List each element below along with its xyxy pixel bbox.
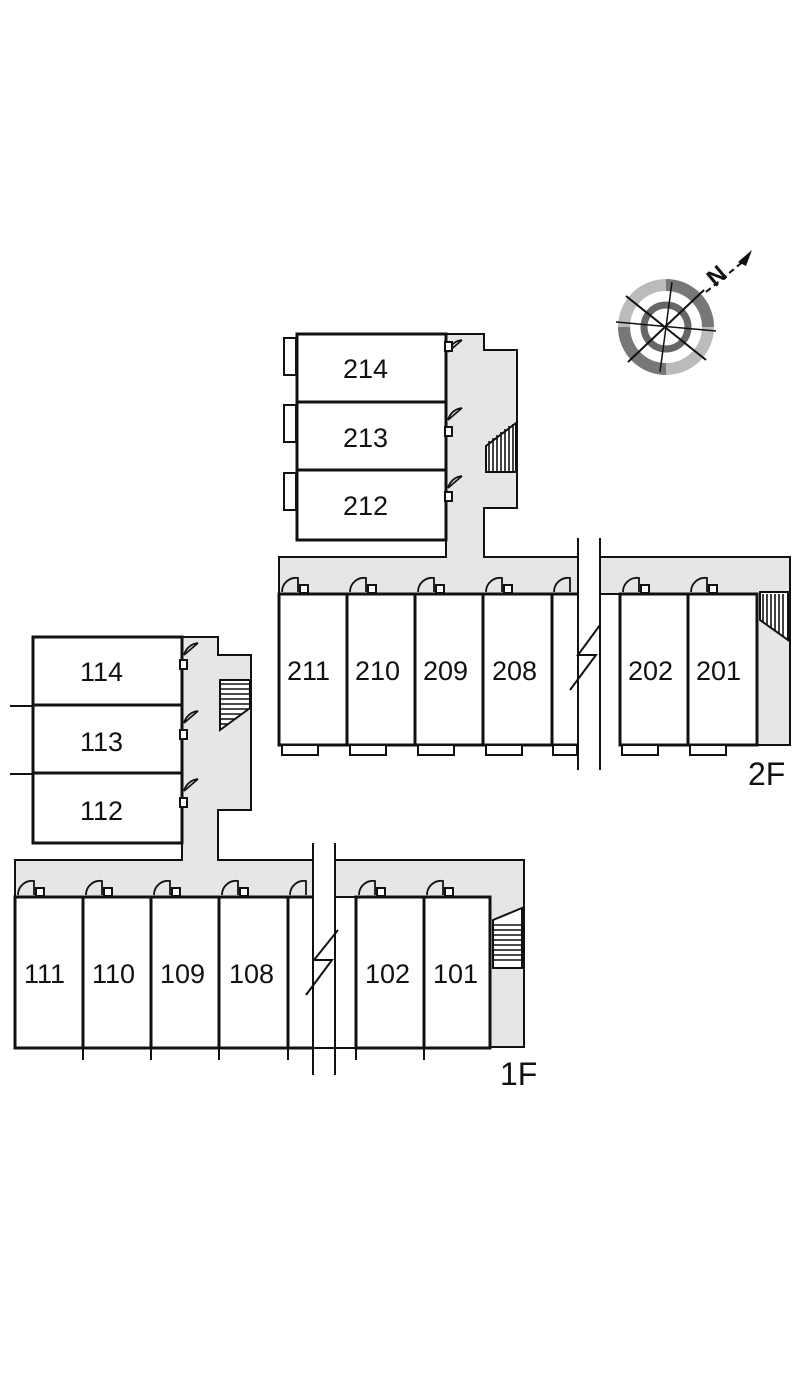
unit-label-110: 110 bbox=[92, 959, 135, 989]
unit-label-112: 112 bbox=[80, 796, 123, 826]
break-symbol bbox=[569, 624, 601, 691]
unit-label-209: 209 bbox=[423, 656, 468, 686]
unit-label-213: 213 bbox=[343, 423, 388, 453]
floor-label-1f: 1F bbox=[500, 1056, 537, 1092]
first-floor-plan: 114 113 112 111 110 109 108 102 101 1F bbox=[10, 635, 537, 1092]
room-211 bbox=[277, 592, 349, 747]
second-floor-plan: 214 213 212 211 210 209 208 202 201 2F bbox=[277, 332, 791, 792]
unit-label-212: 212 bbox=[343, 491, 388, 521]
unit-label-113: 113 bbox=[80, 727, 123, 757]
room-210 bbox=[345, 592, 417, 747]
unit-label-101: 101 bbox=[433, 959, 478, 989]
unit-label-102: 102 bbox=[365, 959, 410, 989]
stairs-icon bbox=[759, 591, 789, 642]
unit-label-210: 210 bbox=[355, 656, 400, 686]
unit-label-202: 202 bbox=[628, 656, 673, 686]
room-114 bbox=[31, 635, 184, 707]
room-208 bbox=[481, 592, 554, 747]
first-floor-corridor bbox=[14, 636, 525, 1048]
balcony bbox=[283, 472, 297, 511]
floor-label-2f: 2F bbox=[748, 756, 785, 792]
door-icon bbox=[179, 642, 199, 808]
stairs-icon bbox=[492, 906, 523, 969]
unit-label-111: 111 bbox=[24, 959, 65, 989]
unit-label-208: 208 bbox=[492, 656, 537, 686]
compass-label: N bbox=[702, 260, 733, 292]
unit-label-201: 201 bbox=[696, 656, 741, 686]
room-213 bbox=[295, 400, 448, 472]
stairs-icon bbox=[485, 420, 517, 473]
door-icon bbox=[281, 576, 718, 594]
room-101 bbox=[422, 895, 492, 1050]
balcony bbox=[283, 337, 297, 376]
room-212 bbox=[295, 468, 448, 542]
unit-label-109: 109 bbox=[160, 959, 205, 989]
balcony-row bbox=[281, 744, 727, 756]
room-109 bbox=[149, 895, 221, 1050]
unit-label-214: 214 bbox=[343, 354, 388, 384]
unit-label-114: 114 bbox=[80, 657, 123, 687]
second-floor-corridor bbox=[278, 333, 791, 746]
room-112 bbox=[31, 771, 184, 845]
balcony bbox=[283, 404, 297, 443]
break-symbol bbox=[305, 929, 339, 996]
room-110 bbox=[81, 895, 153, 1050]
balcony-row bbox=[15, 1047, 490, 1060]
door-icon bbox=[444, 339, 463, 502]
stairs-icon bbox=[219, 679, 251, 732]
compass-north-arrow-icon: N bbox=[615, 250, 752, 375]
unit-label-211: 211 bbox=[287, 656, 330, 686]
unit-label-108: 108 bbox=[229, 959, 274, 989]
door-icon bbox=[17, 879, 454, 897]
room-201 bbox=[686, 592, 759, 747]
